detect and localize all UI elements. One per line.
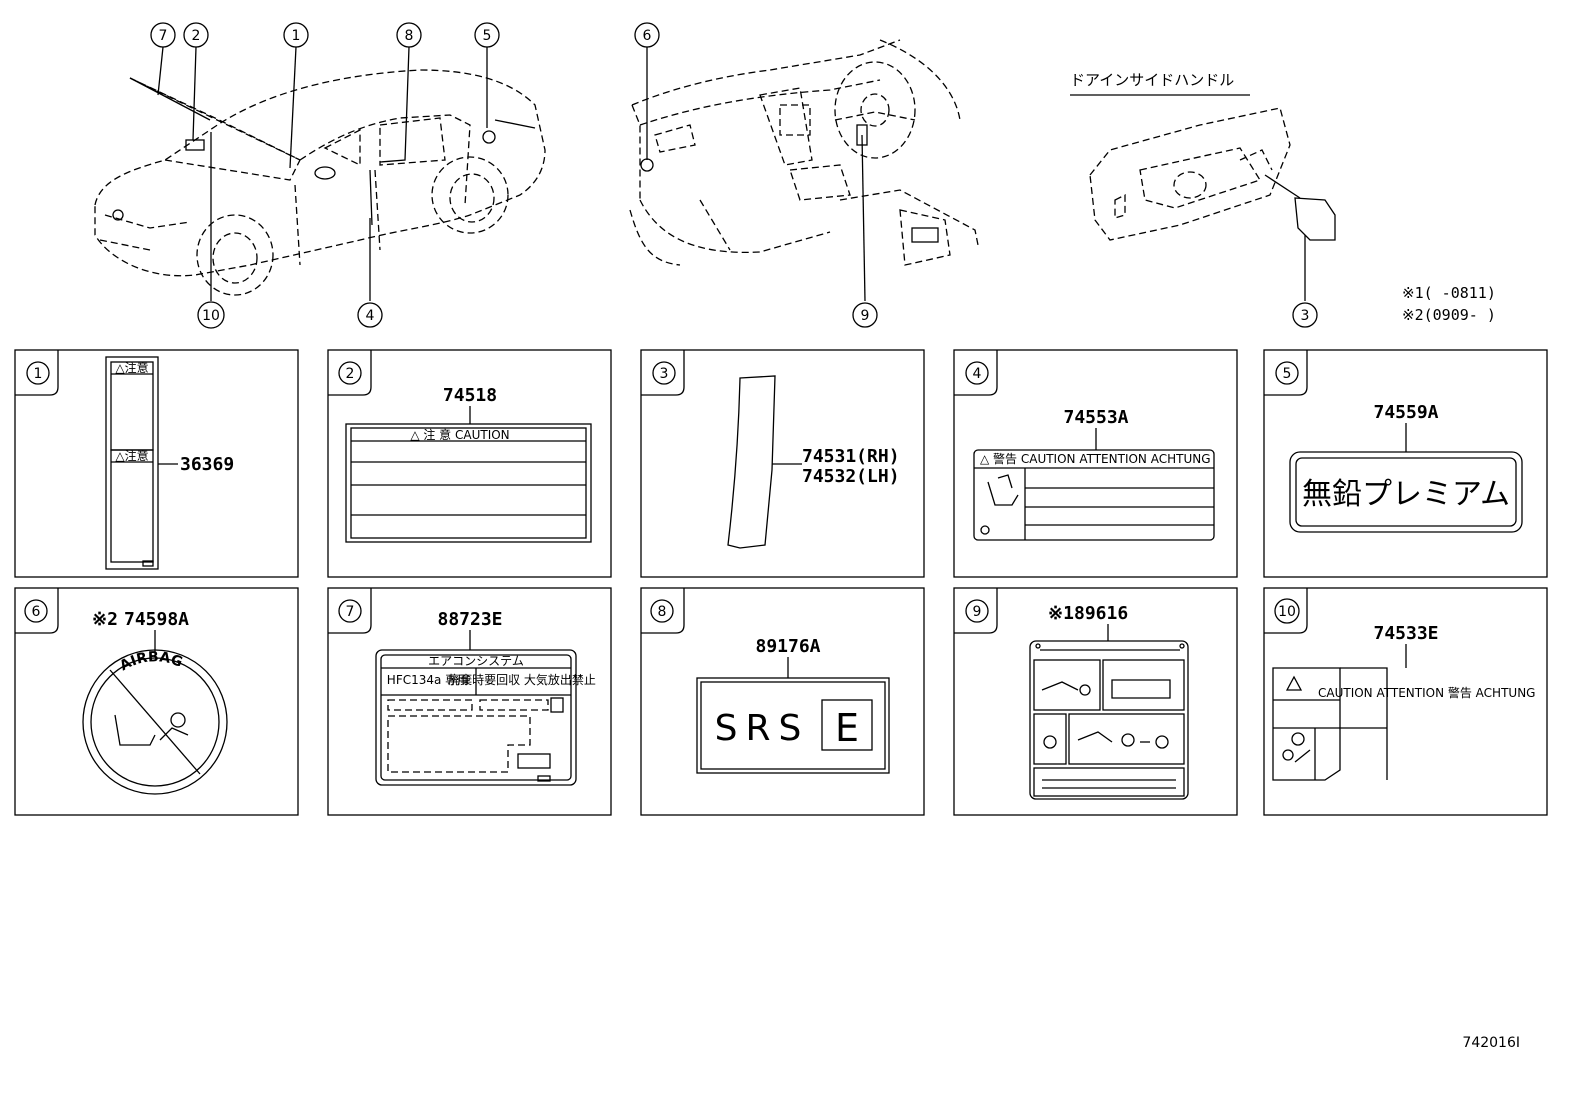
panel-2: 2 74518 △ 注 意 CAUTION [327, 349, 612, 578]
panel-6: 6 ※2 74598A AIRBAG [14, 587, 299, 816]
svg-text:△ 注 意 CAUTION: △ 注 意 CAUTION [410, 427, 509, 442]
svg-text:10: 10 [1278, 604, 1296, 620]
panel-5: 5 74559A 無鉛プレミアム [1263, 349, 1548, 578]
diagram-id: 742016I [1462, 1035, 1520, 1051]
svg-text:74553A: 74553A [1063, 407, 1128, 428]
svg-text:3: 3 [660, 366, 669, 382]
svg-text:△注意: △注意 [115, 360, 148, 375]
svg-text:廃棄時要回収 大気放出禁止: 廃棄時要回収 大気放出禁止 [448, 672, 596, 687]
svg-text:3: 3 [1301, 308, 1310, 324]
dashboard-illustration [629, 39, 979, 302]
svg-text:4: 4 [366, 308, 375, 324]
callout-8: 8 [396, 22, 422, 48]
svg-text:E: E [835, 706, 859, 750]
svg-text:74559A: 74559A [1373, 402, 1438, 423]
callout-3: 3 [1292, 302, 1318, 328]
svg-text:7: 7 [159, 28, 168, 44]
panel-3: 3 74531(RH) 74532(LH) [640, 349, 925, 578]
svg-text:5: 5 [483, 28, 492, 44]
callout-1: 1 [283, 22, 309, 48]
svg-text:74532(LH): 74532(LH) [802, 466, 900, 487]
svg-text:10: 10 [202, 308, 220, 324]
callout-10: 10 [197, 301, 225, 329]
svg-text:SRS: SRS [715, 708, 810, 749]
svg-text:5: 5 [1283, 366, 1292, 382]
svg-text:AIRBAG: AIRBAG [117, 649, 184, 674]
svg-text:エアコンシステム: エアコンシステム [428, 654, 524, 668]
svg-text:無鉛プレミアム: 無鉛プレミアム [1302, 477, 1510, 512]
svg-text:※1: ※1 [1048, 603, 1074, 624]
callout-4: 4 [357, 302, 383, 328]
svg-text:2: 2 [346, 366, 355, 382]
callout-7: 7 [150, 22, 176, 48]
svg-text:8: 8 [658, 604, 667, 620]
svg-text:74598A: 74598A [124, 609, 189, 630]
svg-text:88723E: 88723E [437, 609, 502, 630]
svg-text:74531(RH): 74531(RH) [802, 446, 900, 467]
callout-6: 6 [634, 22, 660, 48]
panel-7: 7 88723E エアコンシステム HFC134a 専用 廃棄時要回収 大気放出… [327, 587, 612, 816]
svg-text:36369: 36369 [180, 454, 234, 475]
svg-text:9: 9 [861, 308, 870, 324]
callout-2: 2 [183, 22, 209, 48]
panel-8: 8 89176A SRS E [640, 587, 925, 816]
svg-text:6: 6 [643, 28, 652, 44]
svg-text:1: 1 [34, 366, 43, 382]
svg-text:74533E: 74533E [1373, 623, 1438, 644]
callout-9: 9 [852, 302, 878, 328]
svg-text:1: 1 [292, 28, 301, 44]
panel-10-label: CAUTION ATTENTION 警告 ACHTUNG [1318, 685, 1535, 700]
svg-text:HFC134a 専用: HFC134a 専用 [387, 673, 469, 687]
svg-text:4: 4 [973, 366, 982, 382]
svg-text:8: 8 [405, 28, 414, 44]
note-1: ※1( -0811) [1402, 284, 1496, 302]
svg-text:△ 警告 CAUTION ATTENTION ACHTUNG: △ 警告 CAUTION ATTENTION ACHTUNG [980, 451, 1211, 466]
svg-text:9: 9 [973, 604, 982, 620]
svg-text:89616: 89616 [1074, 603, 1128, 624]
svg-text:△注意: △注意 [115, 448, 148, 463]
svg-text:※2: ※2 [92, 609, 118, 630]
panel-1: 1 △注意 △注意 36369 [14, 349, 299, 578]
panel-4: 4 74553A △ 警告 CAUTION ATTENTION ACHTUNG [953, 349, 1238, 578]
svg-text:2: 2 [192, 28, 201, 44]
svg-text:7: 7 [346, 604, 355, 620]
panel-10: 10 74533E [1263, 587, 1548, 816]
door-handle-title: ドアインサイドハンドル [1070, 71, 1234, 89]
svg-text:89176A: 89176A [755, 636, 820, 657]
svg-text:74518: 74518 [443, 385, 497, 406]
callout-5: 5 [474, 22, 500, 48]
note-2: ※2(0909- ) [1402, 306, 1496, 324]
svg-text:6: 6 [32, 604, 41, 620]
panel-9: 9 ※1 89616 [953, 587, 1238, 816]
door-handle-illustration [1070, 94, 1336, 301]
car-illustration [94, 46, 546, 301]
